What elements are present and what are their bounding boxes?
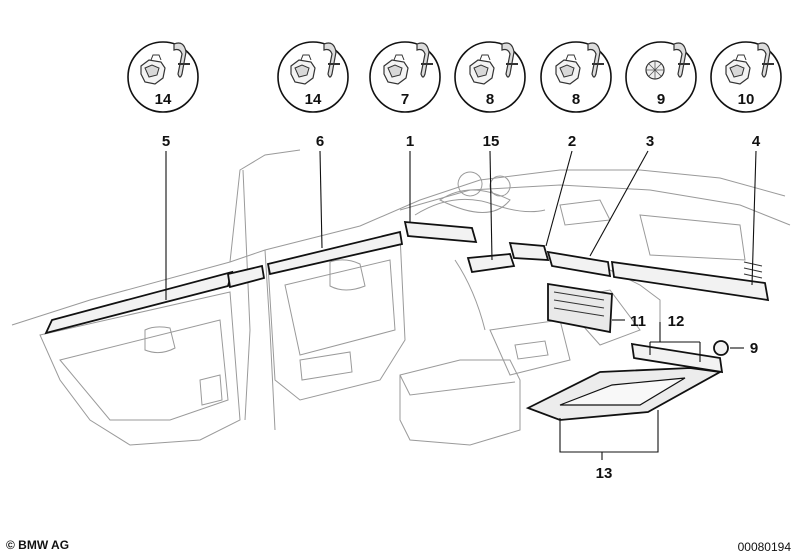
car-interior-outline: [11, 149, 791, 446]
trim-strip-5: [44, 270, 234, 335]
document-number: 00080194: [737, 540, 791, 554]
callout-label: 10: [738, 91, 755, 108]
label-3: 3: [646, 133, 654, 150]
label-11: 11: [630, 313, 646, 330]
trim-strip-1: [403, 220, 478, 244]
trim-3: [546, 250, 612, 278]
callout-14a: 14: [127, 41, 199, 113]
copyright: © BMW AG: [6, 538, 70, 552]
label-13: 13: [596, 465, 613, 482]
callout-label: 14: [155, 91, 172, 108]
label-2: 2: [568, 133, 576, 150]
callout-label: 14: [305, 91, 322, 108]
trim-4: [610, 260, 770, 302]
label-15: 15: [483, 133, 500, 150]
callout-7: 7: [369, 41, 441, 113]
trim-2: [508, 241, 550, 261]
label-4: 4: [752, 133, 761, 150]
label-6: 6: [316, 133, 324, 150]
label-1: 1: [406, 133, 414, 150]
callout-label: 8: [486, 91, 494, 108]
callout-9: 9: [625, 41, 697, 113]
label-12: 12: [668, 313, 685, 330]
panel-11: [547, 282, 613, 334]
callout-label: 9: [657, 91, 665, 108]
trim-strip-6: [266, 230, 404, 276]
label-9: 9: [750, 340, 758, 357]
leader-lines: [165, 150, 757, 460]
clip-9: [713, 340, 729, 356]
callout-label: 8: [572, 91, 580, 108]
trim-parts: [44, 220, 770, 421]
callout-label: 7: [401, 91, 409, 108]
pillar-joint: [226, 264, 266, 289]
callout-8a: 8: [454, 41, 526, 113]
label-5: 5: [162, 133, 170, 150]
trim-15: [466, 253, 516, 274]
callout-8b: 8: [540, 41, 612, 113]
callout-10: 10: [710, 41, 782, 113]
callout-14b: 14: [277, 41, 349, 113]
trim-12: [630, 342, 724, 374]
vent-slats: [553, 261, 763, 317]
